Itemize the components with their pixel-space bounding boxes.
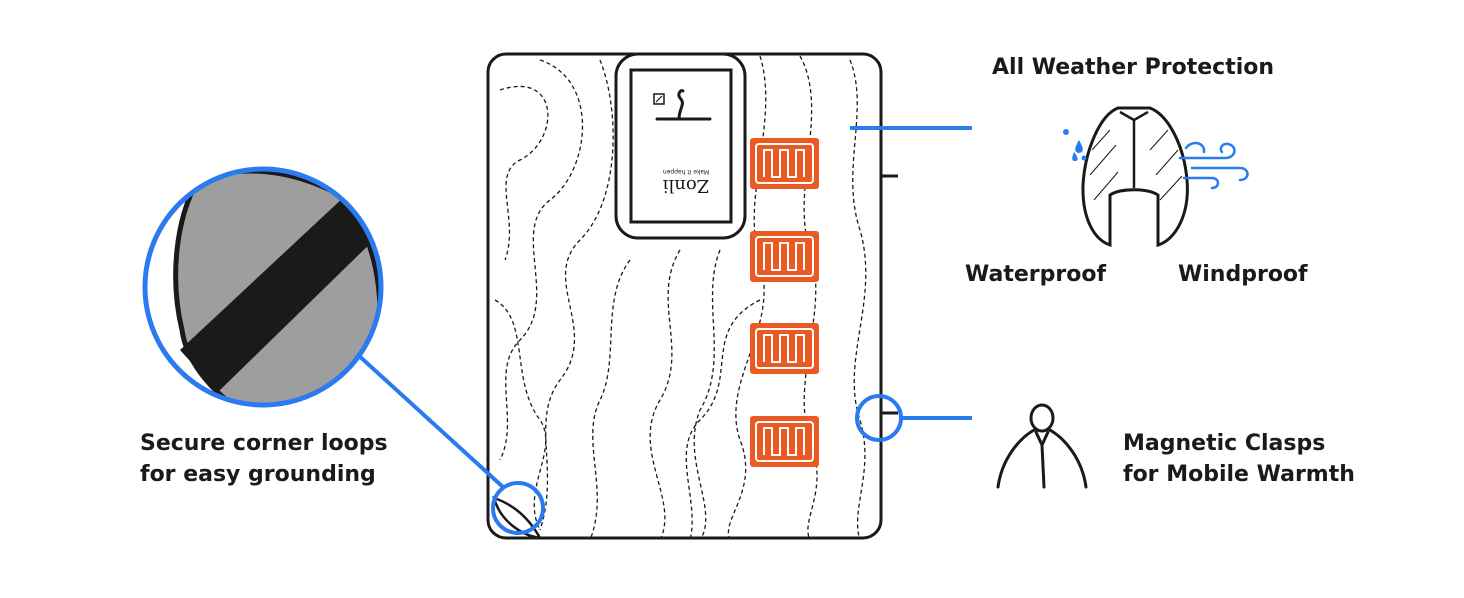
- tag-tagline: Make it happen: [663, 168, 709, 175]
- heating-pads: [750, 138, 819, 467]
- loops-label-line1: Secure corner loops: [140, 431, 388, 456]
- jacket-shell-icon: [1081, 106, 1189, 248]
- heating-wire-icon: [763, 149, 805, 178]
- heating-pad: [750, 416, 819, 467]
- heating-pad: [750, 138, 819, 189]
- tag-logo-icon: [653, 93, 665, 105]
- heating-wire-icon: [763, 334, 805, 363]
- tag-brand: Zonli: [663, 175, 710, 196]
- weather-title: All Weather Protection: [992, 55, 1275, 80]
- loops-label-line2: for easy grounding: [140, 462, 376, 487]
- person-wrapped-icon: [996, 403, 1088, 489]
- windproof-label: Windproof: [1178, 262, 1308, 287]
- loop-highlight-circle: [491, 481, 545, 535]
- heating-wire-icon: [763, 427, 805, 456]
- water-drops-icon: [1063, 129, 1087, 161]
- clasps-label-line2: for Mobile Warmth: [1123, 462, 1355, 487]
- loop-callout-line: [355, 352, 505, 489]
- heating-wire-icon: [763, 242, 805, 271]
- wind-icon: [1178, 141, 1249, 190]
- corner-loop: [492, 496, 543, 540]
- waterproof-label: Waterproof: [965, 262, 1107, 287]
- heating-pad: [750, 323, 819, 374]
- brand-tag: Zonli Make it happen: [614, 52, 747, 240]
- heating-pad: [750, 231, 819, 282]
- clasps-label-line1: Magnetic Clasps: [1123, 431, 1326, 456]
- hanger-icon: [655, 89, 712, 121]
